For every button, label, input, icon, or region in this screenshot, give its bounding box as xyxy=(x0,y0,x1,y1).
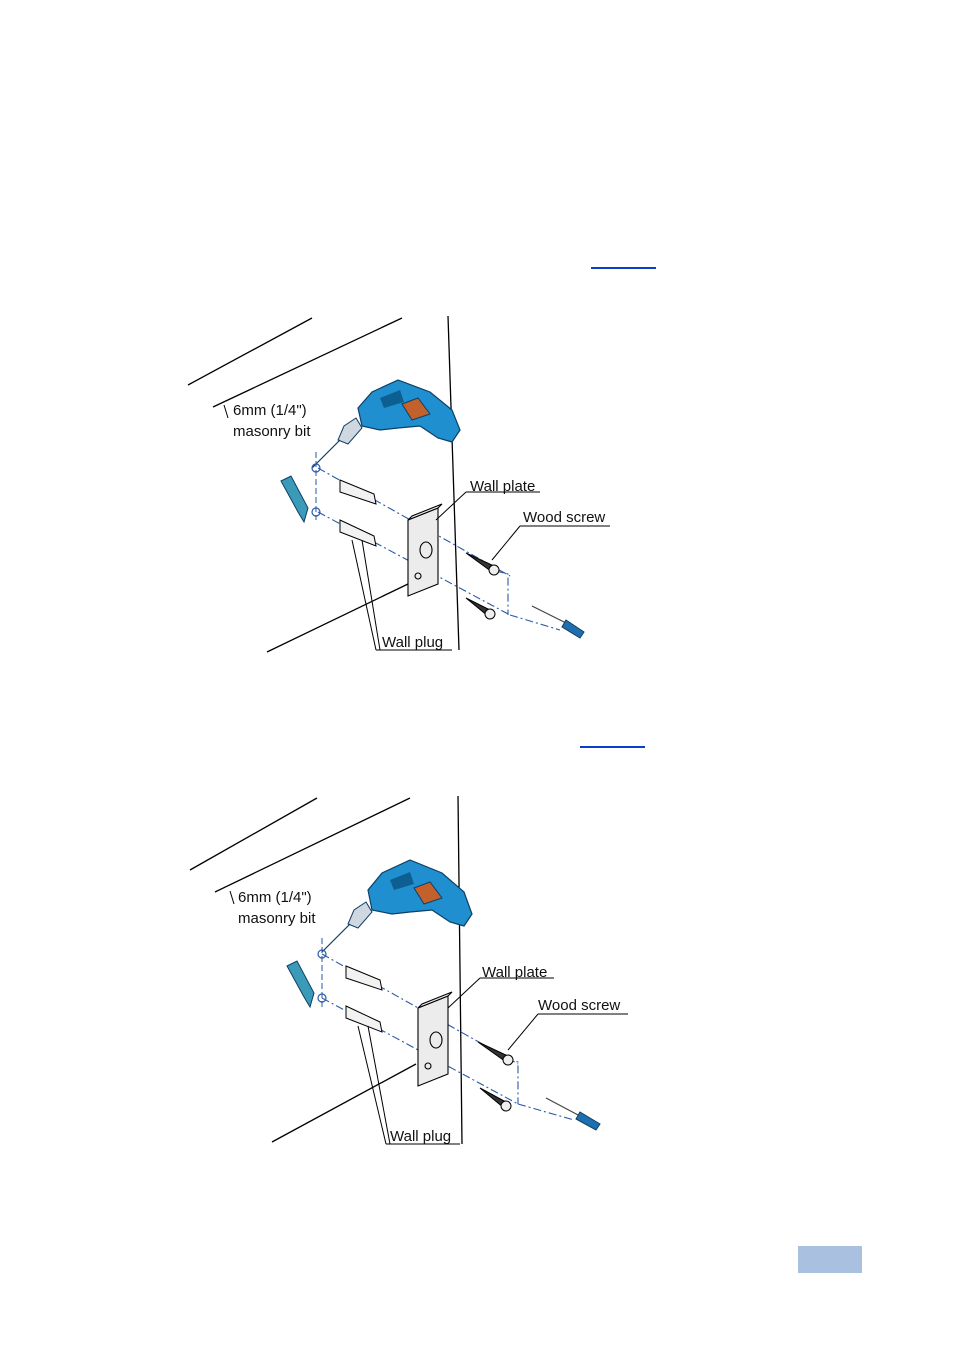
drill-bit-label-2: masonry bit xyxy=(238,910,316,927)
wood-screw-label: Wood screw xyxy=(538,997,620,1014)
wall-plate-label: Wall plate xyxy=(482,964,547,981)
wall-plate-icon xyxy=(418,992,452,1086)
drill-icon xyxy=(322,860,472,952)
wall-plug-label: Wall plug xyxy=(390,1128,451,1145)
drill-bit-label: 6mm (1/4") xyxy=(238,889,312,906)
page-number-tab xyxy=(798,1246,862,1273)
pencil-icon xyxy=(287,961,314,1007)
wood-screw-icon xyxy=(478,1042,513,1111)
wall-plug-icon xyxy=(346,966,382,1032)
